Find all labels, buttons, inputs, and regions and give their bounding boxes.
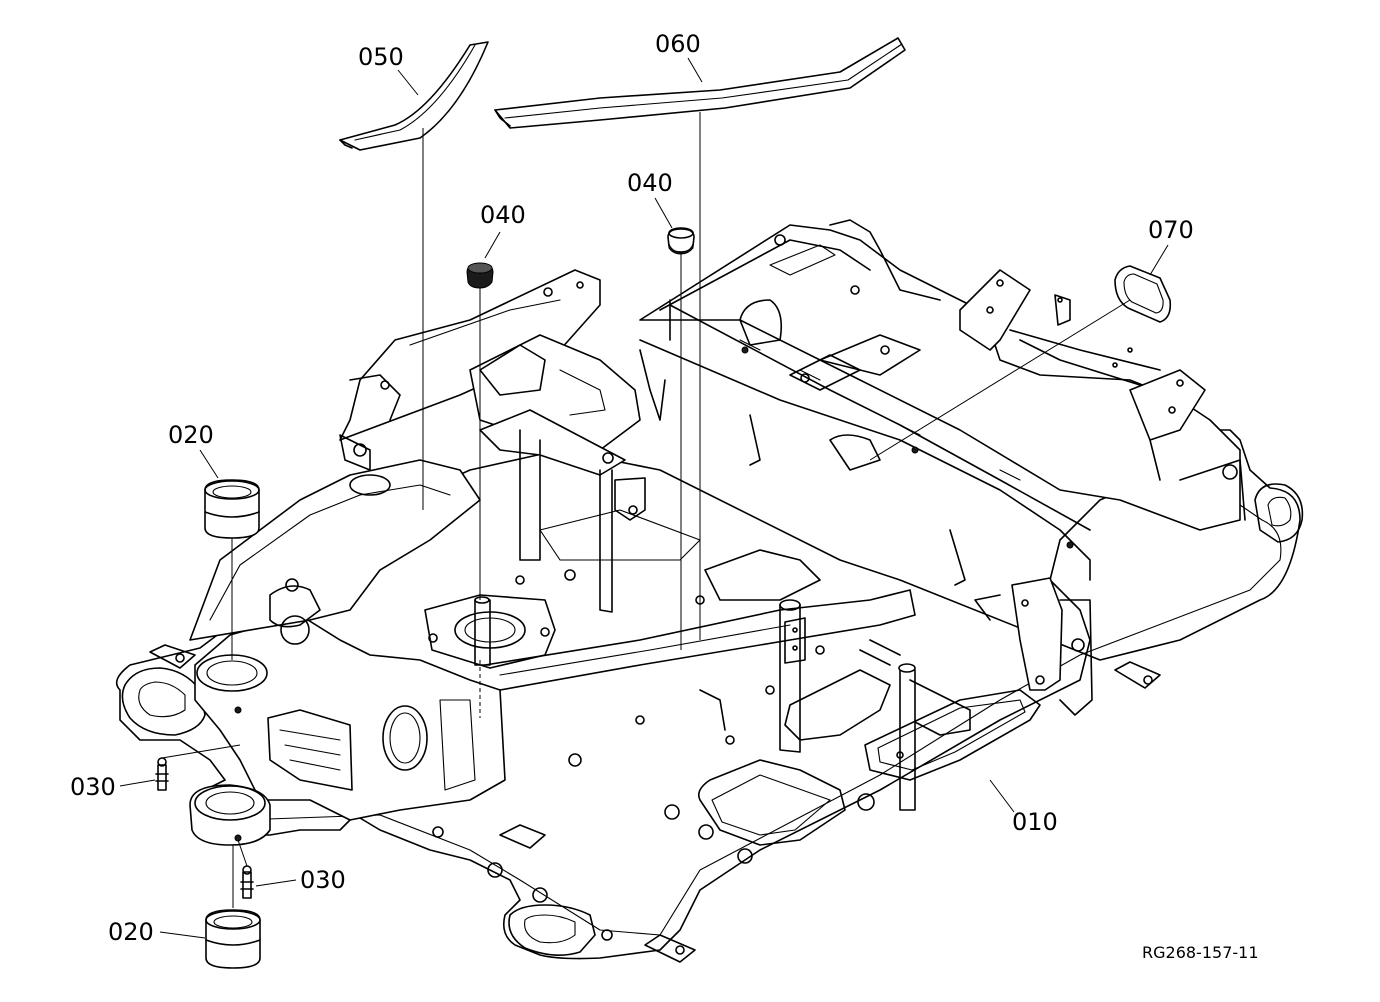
seal-strip-part-050 <box>339 41 489 151</box>
callout-040-right: 040 <box>627 169 673 197</box>
callout-050: 050 <box>358 43 404 71</box>
callout-020-top: 020 <box>168 421 214 449</box>
grease-fitting-part-030-top <box>155 757 169 791</box>
center-beam <box>484 589 971 811</box>
callout-030-right: 030 <box>300 866 346 894</box>
callout-040-left: 040 <box>480 201 526 229</box>
callout-060: 060 <box>655 30 701 58</box>
bushing-part-020-top <box>204 479 260 539</box>
swing-bracket <box>189 459 506 846</box>
plug-part-040-left <box>466 262 494 289</box>
plug-part-040-right <box>667 227 695 255</box>
callout-070: 070 <box>1148 216 1194 244</box>
leader-lines <box>119 57 1169 939</box>
seal-strip-part-060 <box>494 37 906 129</box>
callout-010: 010 <box>1012 808 1058 836</box>
callout-020-bottom: 020 <box>108 918 154 946</box>
bushing-part-020-bottom <box>205 909 261 969</box>
rear-upper-structure <box>639 219 1246 716</box>
left-upper-structure <box>339 269 646 669</box>
callout-030-left: 030 <box>70 773 116 801</box>
drawing-id: RG268-157-11 <box>1142 943 1259 962</box>
callout-labels: 050 060 040 040 070 020 030 030 020 010 … <box>70 30 1259 962</box>
grease-fitting-part-030-bottom <box>240 865 254 899</box>
grommet-part-070 <box>1114 265 1172 323</box>
